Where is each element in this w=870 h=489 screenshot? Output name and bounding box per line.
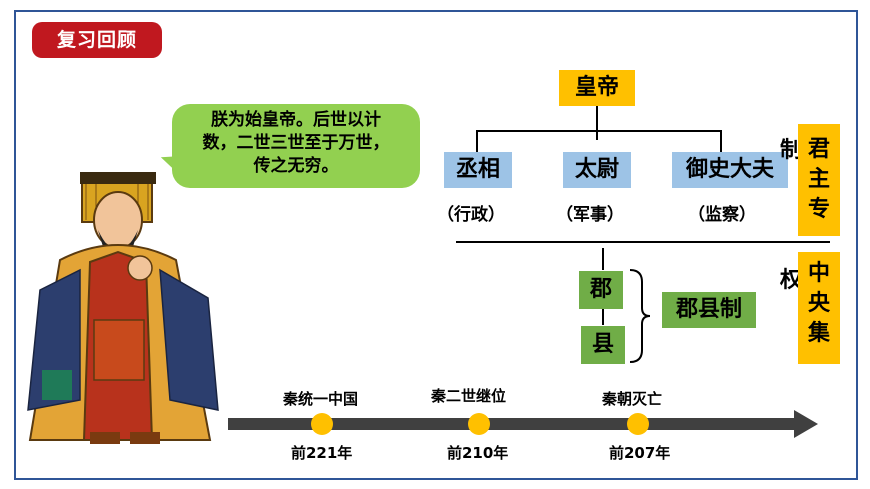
autocracy-vertical-box: 君 主 专 — [798, 124, 840, 236]
timeline-event-2-year: 前210年 — [447, 444, 509, 462]
connector-right-drop — [720, 130, 722, 152]
chancellor-role: （行政） — [437, 205, 505, 225]
autocracy-char-3: 专 — [807, 197, 830, 222]
centralization-vertical-box: 中 央 集 — [798, 252, 840, 364]
imperial-censor-box: 御史大夫 — [672, 152, 788, 188]
autocracy-char-1: 君 — [807, 137, 830, 162]
chancellor-box: 丞相 — [444, 152, 512, 188]
emperor-box: 皇帝 — [559, 70, 635, 106]
connector-vertical-top — [596, 106, 598, 140]
speech-line-1: 朕为始皇帝。后世以计 — [211, 110, 381, 130]
emperor-illustration — [27, 172, 219, 444]
timeline-event-3-year: 前207年 — [609, 444, 671, 462]
speech-bubble: 朕为始皇帝。后世以计 数，二世三世至于万世， 传之无穷。 — [172, 104, 420, 188]
timeline-arrow — [228, 410, 818, 438]
centralization-char-3: 集 — [807, 321, 830, 346]
connector-local-mid — [602, 309, 604, 325]
centralization-char-2: 央 — [807, 291, 830, 316]
commandery-county-system-box: 郡县制 — [662, 292, 756, 328]
commandery-box: 郡 — [579, 271, 623, 309]
connector-left-drop — [476, 130, 478, 152]
timeline-event-1-year: 前221年 — [291, 444, 353, 462]
side-char-bottom: 权 — [780, 268, 803, 293]
speech-line-2: 数，二世三世至于万世， — [202, 133, 390, 153]
slide-frame — [14, 10, 858, 480]
side-char-top: 制 — [780, 138, 803, 163]
divider-line — [456, 241, 830, 243]
timeline-event-3-label: 秦朝灭亡 — [602, 390, 663, 408]
county-box: 县 — [581, 326, 625, 364]
autocracy-char-2: 主 — [807, 167, 830, 192]
speech-line-3: 传之无穷。 — [253, 156, 339, 176]
grand-commandant-role: （军事） — [556, 205, 624, 225]
centralization-char-1: 中 — [807, 261, 830, 286]
grand-commandant-box: 太尉 — [563, 152, 631, 188]
connector-horizontal — [476, 130, 722, 132]
connector-local-top — [602, 248, 604, 270]
timeline-event-1-label: 秦统一中国 — [283, 390, 359, 408]
timeline-event-2-label: 秦二世继位 — [431, 387, 507, 405]
imperial-censor-role: （监察） — [688, 205, 756, 225]
bracket-shape — [629, 269, 651, 363]
review-badge: 复习回顾 — [32, 22, 162, 58]
